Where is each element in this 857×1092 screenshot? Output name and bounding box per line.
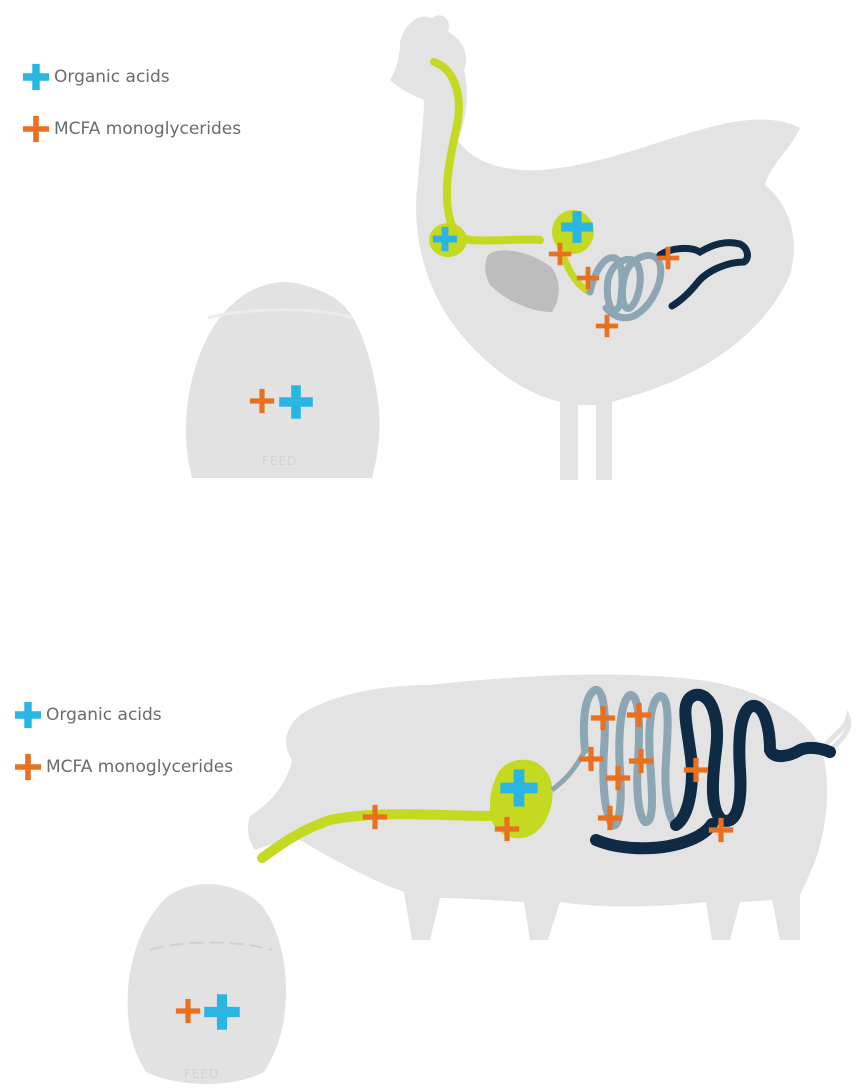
- chicken-panel: FEED Organic acids MCFA monoglycerides: [0, 0, 857, 490]
- feed-bag-label: FEED: [184, 1067, 219, 1081]
- cross-icon: [14, 701, 42, 729]
- pig-panel: FEED Organic acids MCFA monoglycerides: [0, 640, 857, 1092]
- feed-bag-label: FEED: [262, 454, 297, 468]
- legend-item-mcfa: MCFA monoglycerides: [22, 114, 241, 144]
- legend: Organic acids MCFA monoglycerides: [22, 62, 241, 144]
- cross-icon: [14, 753, 42, 781]
- cross-icon: [22, 115, 50, 143]
- legend-item-organic-acids: Organic acids: [14, 700, 233, 730]
- legend: Organic acids MCFA monoglycerides: [14, 700, 233, 782]
- legend-label-organic-acids: Organic acids: [54, 67, 170, 87]
- feed-bag-pig: [128, 884, 286, 1084]
- feed-bag-chicken: [186, 282, 380, 478]
- legend-label-mcfa: MCFA monoglycerides: [46, 757, 233, 777]
- legend-item-mcfa: MCFA monoglycerides: [14, 752, 233, 782]
- legend-label-organic-acids: Organic acids: [46, 705, 162, 725]
- legend-label-mcfa: MCFA monoglycerides: [54, 119, 241, 139]
- legend-item-organic-acids: Organic acids: [22, 62, 241, 92]
- cross-icon: [22, 63, 50, 91]
